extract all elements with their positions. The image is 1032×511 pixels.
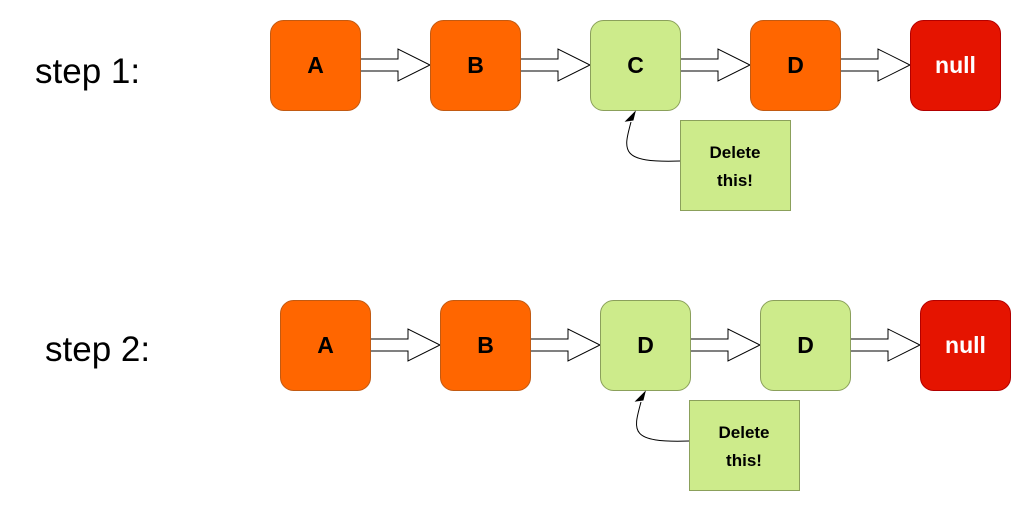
node-box (920, 300, 1011, 391)
step-1-arrow-3 (679, 48, 752, 82)
step-2-label: step 2: (45, 330, 150, 369)
note-pointer-arrowhead (624, 110, 636, 122)
node-box (760, 300, 851, 391)
note-pointer-line (636, 401, 690, 442)
step-1-node-2: B (430, 20, 521, 111)
step-2-arrow-1 (369, 328, 442, 362)
note-pointer-line (626, 121, 681, 162)
step-1-node-4: D (750, 20, 841, 111)
node-box (270, 20, 361, 111)
step-2-node-1: A (280, 300, 371, 391)
step-2-arrow-2 (529, 328, 602, 362)
step-1-delete-note: Delete this! (624, 110, 791, 211)
step-2-node-5: null (920, 300, 1011, 391)
node-label: null (935, 52, 976, 78)
note-box (680, 120, 791, 211)
note-line-1: Delete (718, 423, 769, 442)
note-pointer-arrowhead (634, 390, 646, 402)
node-label: D (797, 332, 814, 358)
step-2-arrow-3 (689, 328, 762, 362)
step-2-node-2: B (440, 300, 531, 391)
node-label: B (467, 52, 484, 78)
step-1-label: step 1: (35, 52, 140, 91)
step-2-delete-note: Delete this! (634, 390, 800, 491)
node-label: D (637, 332, 654, 358)
step-2-node-3: D (600, 300, 691, 391)
step-1-node-1: A (270, 20, 361, 111)
node-label: null (945, 332, 986, 358)
step-2-arrow-4 (849, 328, 922, 362)
node-box (590, 20, 681, 111)
node-label: C (627, 52, 644, 78)
node-box (750, 20, 841, 111)
step-1-node-3: C (590, 20, 681, 111)
step-1-node-5: null (910, 20, 1001, 111)
step-2-node-4: D (760, 300, 851, 391)
note-box (689, 400, 800, 491)
note-line-2: this! (717, 171, 753, 190)
node-label: A (317, 332, 334, 358)
node-box (910, 20, 1001, 111)
step-1-arrow-2 (519, 48, 592, 82)
note-line-1: Delete (709, 143, 760, 162)
node-label: A (307, 52, 324, 78)
node-label: D (787, 52, 804, 78)
node-box (440, 300, 531, 391)
node-box (280, 300, 371, 391)
note-line-2: this! (726, 451, 762, 470)
node-box (430, 20, 521, 111)
node-label: B (477, 332, 494, 358)
step-1-arrow-1 (359, 48, 432, 82)
step-1-arrow-4 (839, 48, 912, 82)
node-box (600, 300, 691, 391)
